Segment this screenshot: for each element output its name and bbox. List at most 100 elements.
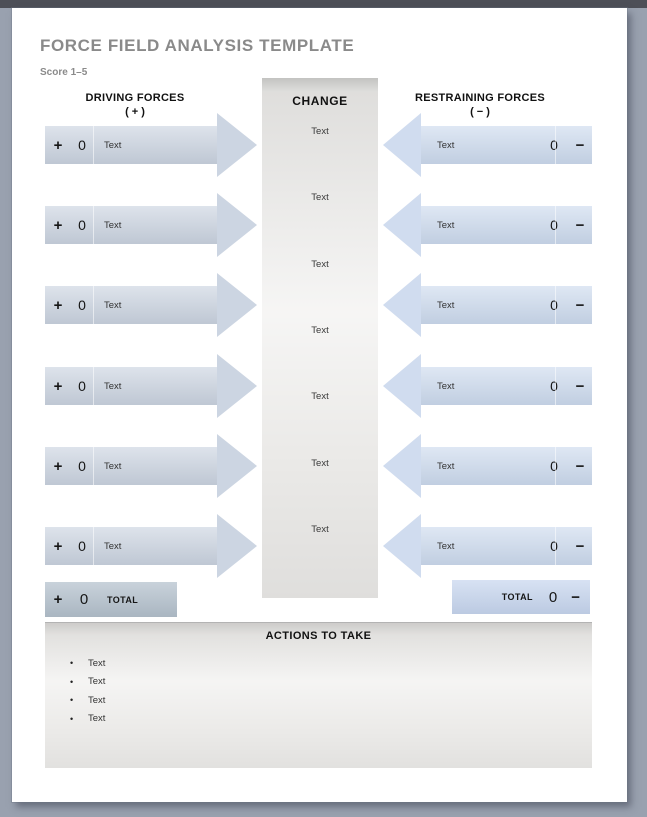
driving-forces-header: DRIVING FORCES ( + )	[35, 92, 235, 118]
actions-panel: ACTIONS TO TAKE • Text • Text • Text • T…	[45, 622, 592, 768]
actions-header: ACTIONS TO TAKE	[265, 630, 372, 642]
restraining-score-field[interactable]: 0	[550, 378, 558, 394]
restraining-text-field[interactable]: Text	[437, 139, 455, 151]
left-arrowhead-icon	[383, 113, 421, 177]
driving-force-row: + 0 Text	[45, 126, 217, 164]
change-text-field[interactable]: Text	[311, 192, 329, 203]
change-text-field[interactable]: Text	[311, 259, 329, 270]
list-item: • Text	[70, 710, 592, 729]
restraining-force-row: Text 0 −	[421, 286, 592, 324]
cell-divider	[93, 126, 94, 164]
driving-score-field[interactable]: 0	[78, 538, 86, 554]
action-text-field[interactable]: Text	[88, 694, 106, 706]
right-arrowhead-icon	[217, 273, 257, 337]
left-arrowhead-icon	[383, 273, 421, 337]
minus-icon: −	[575, 296, 585, 314]
driving-text-field[interactable]: Text	[104, 380, 122, 392]
cell-divider	[93, 367, 94, 405]
change-text-field[interactable]: Text	[311, 325, 329, 336]
restraining-score-field[interactable]: 0	[550, 137, 558, 153]
cell-divider	[555, 286, 556, 324]
driving-score-field[interactable]: 0	[78, 297, 86, 313]
restraining-total-value[interactable]: 0	[548, 588, 558, 606]
restraining-force-row: Text 0 −	[421, 367, 592, 405]
minus-icon: −	[575, 457, 585, 475]
action-text-field[interactable]: Text	[88, 676, 106, 688]
minus-icon: −	[575, 216, 585, 234]
change-text-field[interactable]: Text	[311, 458, 329, 469]
cell-divider	[93, 206, 94, 244]
right-arrowhead-icon	[217, 354, 257, 418]
change-text-field[interactable]: Text	[311, 126, 329, 137]
action-text-field[interactable]: Text	[88, 657, 106, 669]
driving-score-field[interactable]: 0	[78, 137, 86, 153]
driving-text-field[interactable]: Text	[104, 540, 122, 552]
driving-score-field[interactable]: 0	[78, 378, 86, 394]
driving-text-field[interactable]: Text	[104, 219, 122, 231]
plus-icon: +	[53, 296, 63, 314]
driving-text-field[interactable]: Text	[104, 139, 122, 151]
plus-icon: +	[53, 591, 63, 608]
bullet-icon: •	[70, 695, 74, 706]
restraining-text-field[interactable]: Text	[437, 540, 455, 552]
restraining-score-field[interactable]: 0	[550, 458, 558, 474]
driving-force-row: + 0 Text	[45, 527, 217, 565]
driving-total-value[interactable]: 0	[79, 591, 89, 608]
restraining-score-field[interactable]: 0	[550, 217, 558, 233]
restraining-score-field[interactable]: 0	[550, 538, 558, 554]
change-header: CHANGE	[292, 94, 348, 108]
driving-force-row: + 0 Text	[45, 206, 217, 244]
restraining-force-row: Text 0 −	[421, 126, 592, 164]
plus-sign-label: ( + )	[125, 106, 145, 118]
viewer-top-bar	[0, 0, 647, 8]
plus-icon: +	[53, 537, 63, 555]
action-text-field[interactable]: Text	[88, 713, 106, 725]
driving-force-row: + 0 Text	[45, 286, 217, 324]
driving-text-field[interactable]: Text	[104, 299, 122, 311]
right-arrowhead-icon	[217, 113, 257, 177]
list-item: • Text	[70, 691, 592, 710]
change-text-field[interactable]: Text	[311, 391, 329, 402]
left-arrowhead-icon	[383, 354, 421, 418]
list-item: • Text	[70, 673, 592, 692]
restraining-text-field[interactable]: Text	[437, 219, 455, 231]
minus-icon: −	[571, 588, 580, 606]
right-arrowhead-icon	[217, 193, 257, 257]
minus-icon: −	[575, 136, 585, 154]
score-range-note: Score 1–5	[40, 67, 88, 78]
driving-force-row: + 0 Text	[45, 367, 217, 405]
list-item: • Text	[70, 654, 592, 673]
cell-divider	[93, 447, 94, 485]
driving-forces-title: DRIVING FORCES	[85, 92, 185, 104]
restraining-score-field[interactable]: 0	[550, 297, 558, 313]
plus-icon: +	[53, 377, 63, 395]
actions-list: • Text • Text • Text • Text	[70, 654, 592, 728]
restraining-total-label: TOTAL	[501, 592, 533, 602]
left-arrowhead-icon	[383, 193, 421, 257]
restraining-force-row: Text 0 −	[421, 206, 592, 244]
driving-score-field[interactable]: 0	[78, 217, 86, 233]
bullet-icon: •	[70, 658, 74, 669]
cell-divider	[555, 447, 556, 485]
change-text-field[interactable]: Text	[311, 524, 329, 535]
plus-icon: +	[53, 216, 63, 234]
cell-divider	[555, 527, 556, 565]
page-title: FORCE FIELD ANALYSIS TEMPLATE	[40, 36, 355, 55]
driving-text-field[interactable]: Text	[104, 460, 122, 472]
cell-divider	[93, 286, 94, 324]
restraining-forces-header: RESTRAINING FORCES ( − )	[380, 92, 580, 118]
cell-divider	[555, 126, 556, 164]
restraining-text-field[interactable]: Text	[437, 460, 455, 472]
restraining-text-field[interactable]: Text	[437, 380, 455, 392]
left-arrowhead-icon	[383, 434, 421, 498]
plus-icon: +	[53, 136, 63, 154]
driving-score-field[interactable]: 0	[78, 458, 86, 474]
cell-divider	[555, 367, 556, 405]
cell-divider	[555, 206, 556, 244]
minus-sign-label: ( − )	[470, 106, 490, 118]
restraining-text-field[interactable]: Text	[437, 299, 455, 311]
plus-icon: +	[53, 457, 63, 475]
document-page: FORCE FIELD ANALYSIS TEMPLATE Score 1–5 …	[12, 8, 627, 802]
bullet-icon: •	[70, 676, 74, 687]
bullet-icon: •	[70, 713, 74, 724]
